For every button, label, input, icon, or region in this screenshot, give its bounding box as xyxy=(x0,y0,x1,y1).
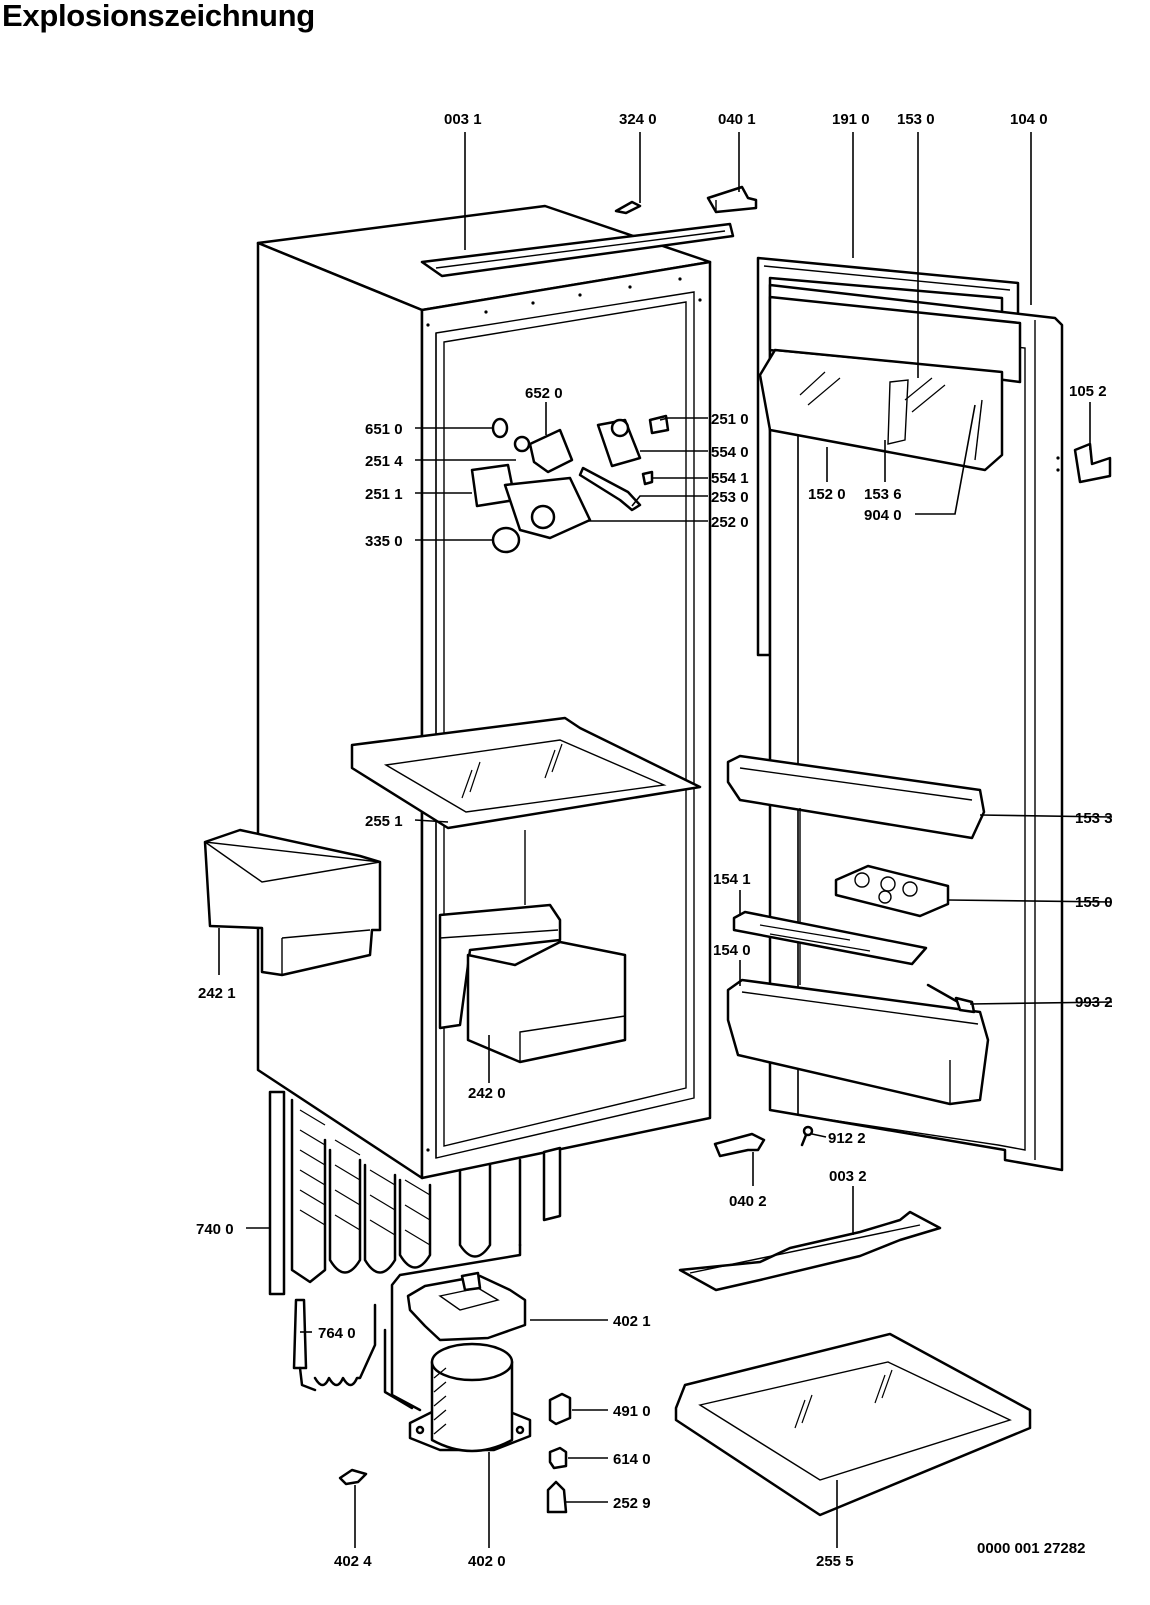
door-shelf-154-0 xyxy=(726,978,990,1106)
part-label: 402 4 xyxy=(334,1553,372,1570)
cable-clamp-252-9 xyxy=(546,1480,568,1514)
part-label: 993 2 xyxy=(1075,994,1113,1011)
part-label: 154 1 xyxy=(713,871,751,888)
page-title: Explosionszeichnung xyxy=(2,0,315,33)
part-label: 252 9 xyxy=(613,1495,651,1512)
part-label: 153 0 xyxy=(897,111,935,128)
bottom-trim-003-2 xyxy=(678,1210,942,1292)
thermometer-993-2 xyxy=(926,983,976,1014)
part-label: 912 2 xyxy=(828,1130,866,1147)
part-label: 152 0 xyxy=(808,486,846,503)
egg-tray-155-0 xyxy=(834,864,950,918)
door-shelf-153-3 xyxy=(726,754,986,840)
part-label: 154 0 xyxy=(713,942,751,959)
part-label: 252 0 xyxy=(711,514,749,531)
part-label: 904 0 xyxy=(864,507,902,524)
part-label: 191 0 xyxy=(832,111,870,128)
part-label: 242 1 xyxy=(198,985,236,1002)
crisper-box-242-1 xyxy=(203,828,382,977)
part-label: 253 0 xyxy=(711,489,749,506)
refrigerant-pipe xyxy=(383,1243,522,1412)
part-label: 652 0 xyxy=(525,385,563,402)
part-label: 402 1 xyxy=(613,1313,651,1330)
hinge-105-2 xyxy=(1056,442,1112,484)
part-label: 740 0 xyxy=(196,1221,234,1238)
part-label: 105 2 xyxy=(1069,383,1107,400)
part-label: 251 4 xyxy=(365,453,403,470)
compressor-bracket-402-1 xyxy=(406,1271,527,1342)
part-label: 040 2 xyxy=(729,1193,767,1210)
part-labels: 003 1 324 0 040 1 191 0 153 0 104 0 105 … xyxy=(196,111,1113,1570)
part-label: 242 0 xyxy=(468,1085,506,1102)
screw-912-2 xyxy=(800,1125,814,1147)
part-label: 651 0 xyxy=(365,421,403,438)
part-label: 153 3 xyxy=(1075,810,1113,827)
clip-614-0 xyxy=(548,1446,568,1470)
part-label: 153 6 xyxy=(864,486,902,503)
part-label: 255 5 xyxy=(816,1553,854,1570)
part-label: 614 0 xyxy=(613,1451,651,1468)
top-cover-rail xyxy=(420,222,735,278)
part-label: 003 1 xyxy=(444,111,482,128)
part-label: 040 1 xyxy=(718,111,756,128)
condenser-740-0 xyxy=(268,1090,562,1296)
part-label: 335 0 xyxy=(365,533,403,550)
clip-402-4 xyxy=(338,1468,368,1486)
part-label: 155 0 xyxy=(1075,894,1113,911)
glass-shelf-upper xyxy=(350,716,702,830)
bracket-040-2 xyxy=(713,1132,766,1158)
glass-shelf-bottom xyxy=(674,1332,1032,1517)
part-label: 251 0 xyxy=(711,411,749,428)
part-label: 764 0 xyxy=(318,1325,356,1342)
thermostat-sensor-764-0 xyxy=(292,1298,377,1392)
shelf-flap-154-1 xyxy=(732,910,928,966)
part-label: 554 0 xyxy=(711,444,749,461)
vegetable-drawer-rear xyxy=(438,903,562,1030)
part-label: 255 1 xyxy=(365,813,403,830)
door-flap-compartment xyxy=(758,295,1022,472)
document-number: 0000 001 27282 xyxy=(977,1540,1085,1557)
bracket-040-1 xyxy=(706,185,758,214)
part-label: 104 0 xyxy=(1010,111,1048,128)
part-label: 402 0 xyxy=(468,1553,506,1570)
compressor-402-0 xyxy=(408,1342,532,1453)
part-label: 324 0 xyxy=(619,111,657,128)
part-label: 251 1 xyxy=(365,486,403,503)
vegetable-drawer-242-0 xyxy=(466,940,627,1064)
part-label: 554 1 xyxy=(711,470,749,487)
part-324-0 xyxy=(614,200,642,215)
control-unit-assembly xyxy=(470,414,670,554)
part-label: 003 2 xyxy=(829,1168,867,1185)
part-label: 491 0 xyxy=(613,1403,651,1420)
leader-lines xyxy=(218,132,1113,1548)
relay-cover-491-0 xyxy=(548,1392,572,1426)
